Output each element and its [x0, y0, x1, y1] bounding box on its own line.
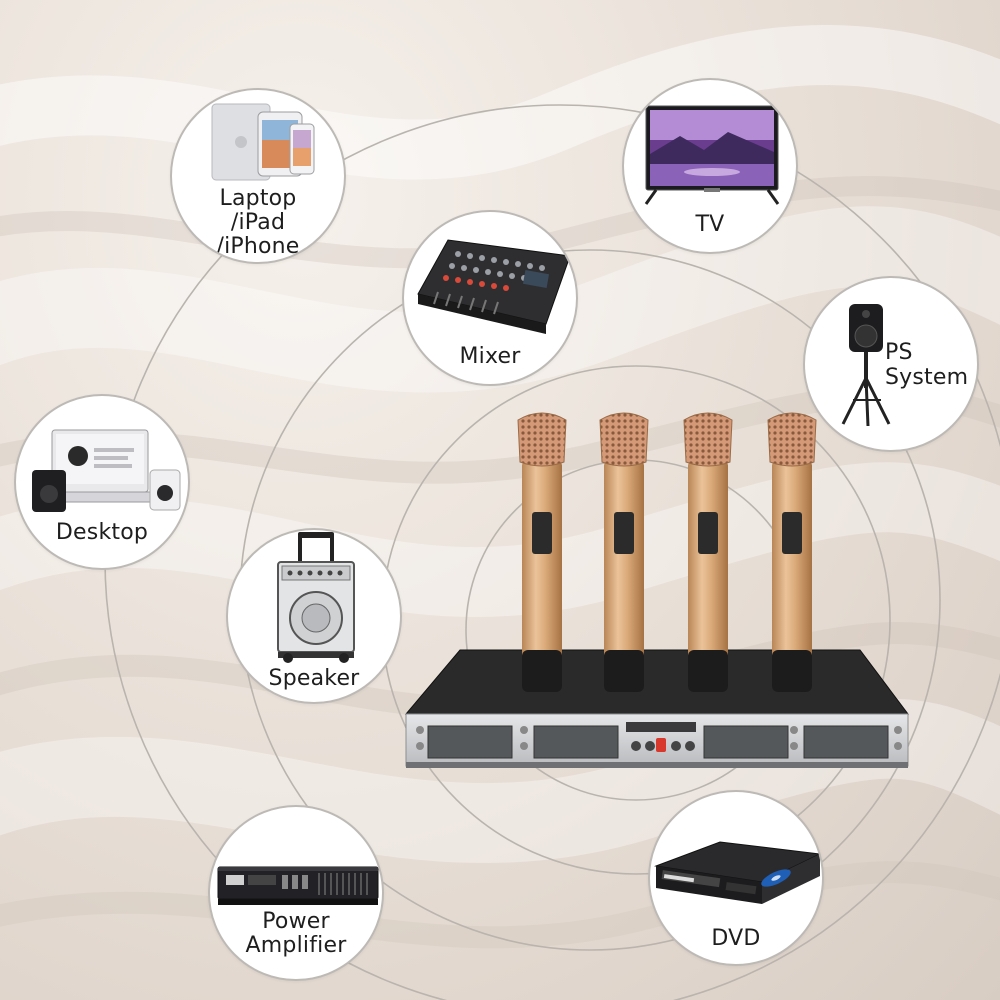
device-speaker: Speaker: [226, 528, 402, 704]
tv-icon: [644, 105, 780, 205]
desktop-label: Desktop: [55, 520, 149, 545]
trolley-speaker-icon: [277, 532, 355, 663]
tv-label: TV: [695, 212, 725, 237]
device-laptop-ipad-iphone: Laptop /iPad /iPhone: [170, 88, 346, 264]
device-ps-system: PS System: [803, 276, 979, 452]
microphone-4: [767, 412, 817, 692]
laptop-label-line3: /iPhone: [216, 234, 300, 259]
device-tv: TV: [622, 78, 798, 254]
device-mixer: Mixer: [402, 210, 578, 386]
ps-label-line2: System: [885, 365, 969, 390]
microphone-1: [517, 412, 567, 692]
laptop-label-line2: /iPad: [230, 210, 286, 235]
microphone-3: [683, 412, 733, 692]
device-dvd: DVD: [648, 790, 824, 966]
desktop-with-speakers-icon: [32, 429, 181, 512]
power-label-line1: Power: [262, 909, 330, 934]
mixer-label: Mixer: [459, 344, 521, 369]
ps-label-line1: PS: [885, 340, 913, 365]
dvd-label: DVD: [711, 926, 761, 951]
dvd-player-icon: [654, 841, 822, 904]
laptop-ipad-iphone-icon: [211, 103, 315, 181]
laptop-label-line1: Laptop: [219, 186, 297, 211]
power-amplifier-icon: [217, 866, 379, 905]
device-desktop: Desktop: [14, 394, 190, 570]
wireless-microphone-system: [404, 412, 909, 768]
pa-speaker-on-stand-icon: [841, 304, 891, 427]
microphone-2: [599, 412, 649, 692]
receiver-unit: [404, 649, 909, 768]
mixer-icon: [417, 239, 571, 334]
power-label-line2: Amplifier: [245, 933, 347, 958]
speaker-label: Speaker: [268, 666, 360, 691]
device-power-amplifier: Power Amplifier: [208, 805, 384, 981]
